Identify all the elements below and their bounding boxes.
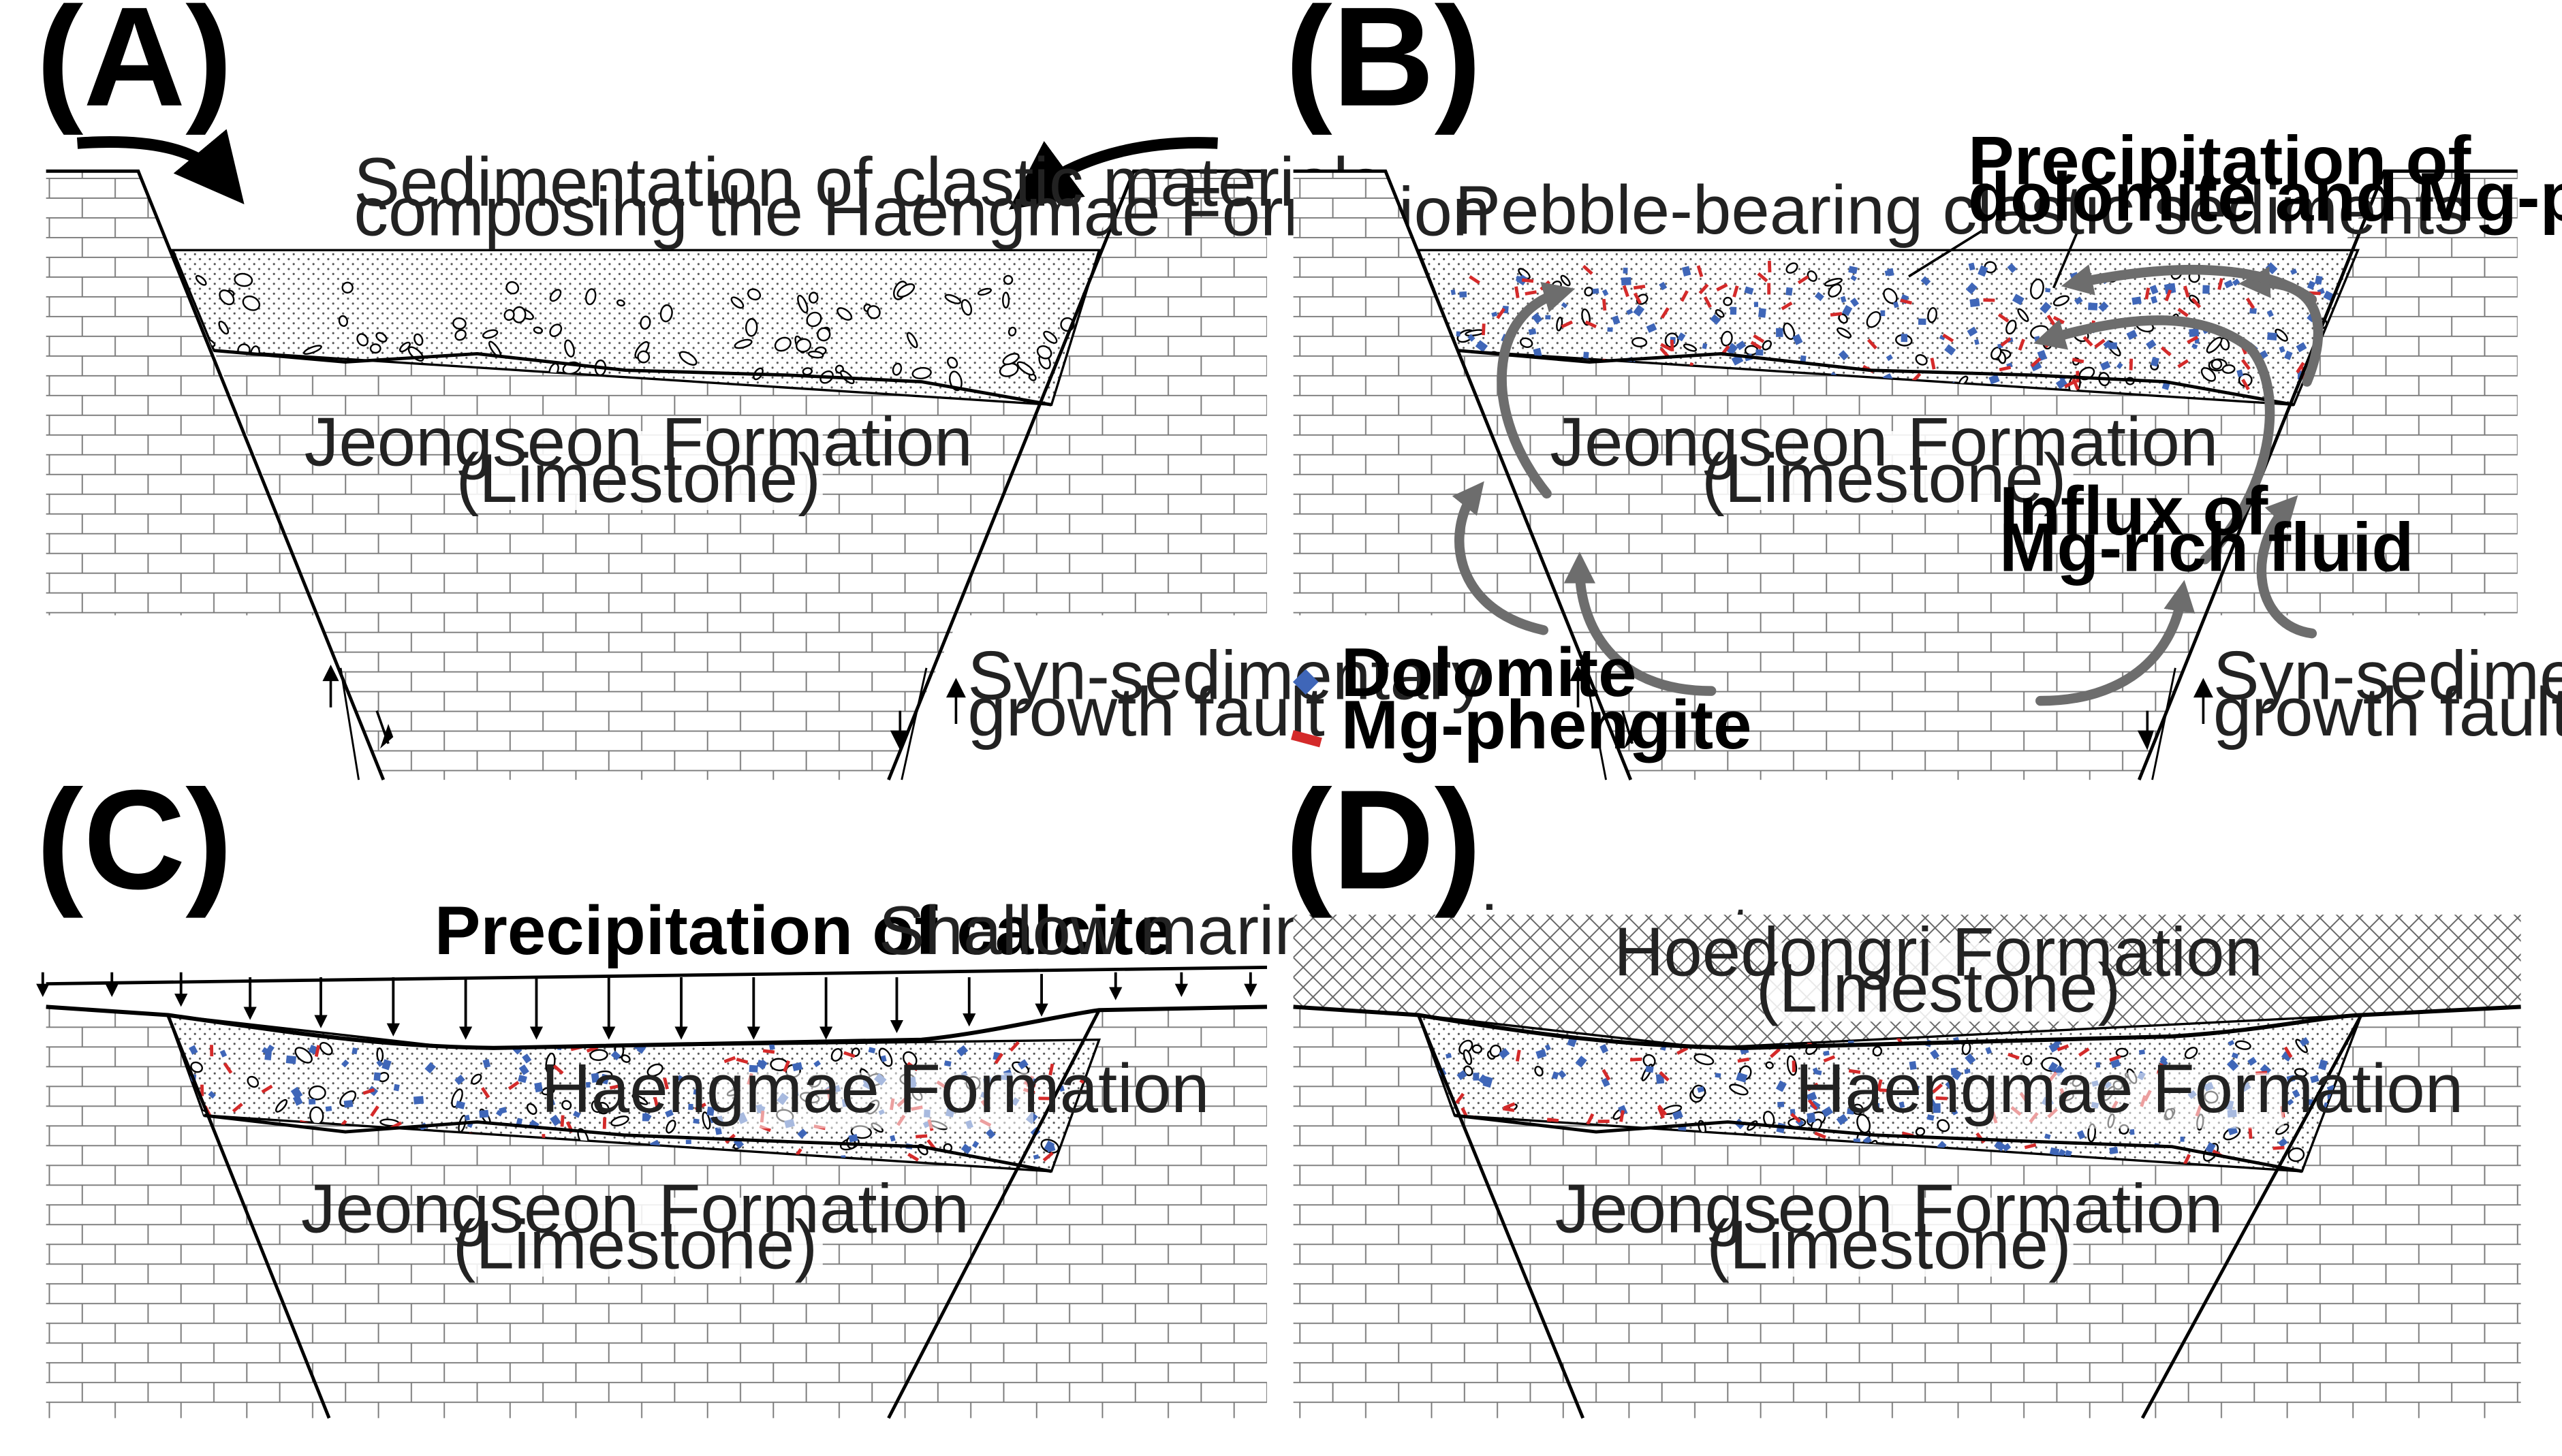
jeongseon-sub-c: (Limestone) xyxy=(453,1207,818,1284)
jeongseon-label-a: Jeongseon Formation xyxy=(304,404,973,481)
pebble-label: Pebble-bearing clastic sediments xyxy=(1454,172,2469,249)
haengmae-sediment-a xyxy=(171,249,1101,407)
seafloor-c xyxy=(46,1004,1268,1050)
panel-label-d: (D) xyxy=(1285,761,1482,919)
influx-label-2: Mg-rich fluid xyxy=(1999,509,2414,586)
fault-left-b xyxy=(1293,169,1633,780)
jeongseon-sub-b: (Limestone) xyxy=(1702,440,2067,517)
formation-contact-d xyxy=(1293,1004,2521,1050)
precip-calcite-label: Precipitation of calcite xyxy=(435,892,1172,969)
haengmae-label-d: Haengmae Formation xyxy=(1795,1050,2463,1127)
hoedongri-label: Hoedongri Formation xyxy=(1614,914,2263,991)
legend-dolomite: Dolomite xyxy=(1341,634,1637,711)
fault-label-a-2: growth fault xyxy=(967,674,1324,750)
transport-arrow-right-a xyxy=(1008,137,1218,210)
hoedongri-sub: (Limestone) xyxy=(1756,950,2121,1027)
panel-a: (A) Sedimentation of clastic materials, … xyxy=(36,0,1490,780)
jeongseon-label-c: Jeongseon Formation xyxy=(301,1170,969,1247)
legend-phengite: Mg-phengite xyxy=(1341,686,1752,763)
fault-right-b xyxy=(2137,169,2518,780)
basin-floor-b xyxy=(1457,349,2294,407)
transport-arrow-left-a xyxy=(76,129,245,204)
fault-right-a xyxy=(887,169,1267,780)
panel-d: (D) Hoedongri Formation (Limestone) Haen… xyxy=(1285,761,2521,1419)
jeongseon-label-b: Jeongseon Formation xyxy=(1550,404,2218,481)
basin-floor-d xyxy=(1454,1113,2302,1173)
precip-label-b-2: dolomite and Mg-phengite xyxy=(1968,159,2562,236)
influx-label: Influx of xyxy=(1999,473,2268,550)
fault-label-b: Syn-sedimentary xyxy=(2213,637,2562,714)
precip-label-b: Precipitation of xyxy=(1968,123,2471,200)
sedimentation-label: Sedimentation of clastic materials, xyxy=(354,144,1402,221)
phengite-legend-icon xyxy=(1291,730,1322,748)
haengmae-label-c: Haengmae Formation xyxy=(542,1050,1210,1127)
jeongseon-sub-d: (Limestone) xyxy=(1706,1207,2072,1284)
limestone-left-b xyxy=(1293,171,1631,780)
jeongseon-label-d: Jeongseon Formation xyxy=(1555,1170,2223,1247)
mg-fluid-arrows xyxy=(1452,264,2324,706)
basin-floor-c xyxy=(204,1113,1052,1173)
calcite-rain-arrows xyxy=(36,972,1257,1040)
panel-label-a: (A) xyxy=(36,0,232,136)
panel-label-b: (B) xyxy=(1285,0,1482,136)
basin-floor-a xyxy=(213,349,1052,407)
jeongseon-block-b xyxy=(1458,350,2294,780)
panel-label-c: (C) xyxy=(36,761,232,919)
limestone-left-a xyxy=(46,171,384,780)
fault-left-a xyxy=(46,169,386,780)
fault-label-b-2: growth fault xyxy=(2213,674,2562,750)
jeongseon-block-a xyxy=(214,350,1052,780)
limestone-left-c xyxy=(46,1007,330,1419)
jeongseon-sub-a: (Limestone) xyxy=(456,440,821,517)
panel-b: (B) Pebble-bearing clastic sediments Pre… xyxy=(1285,0,2562,780)
limestone-right-c xyxy=(888,1007,1267,1419)
limestone-left-d xyxy=(1293,1007,1583,1419)
limestone-right-d xyxy=(2142,1007,2521,1419)
fault-label-a: Syn-sedimentary xyxy=(967,637,1486,714)
